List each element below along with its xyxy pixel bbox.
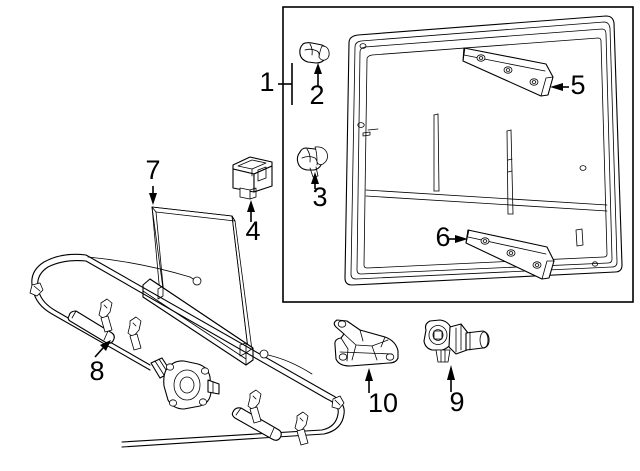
callout-9-leader: [447, 365, 455, 392]
callout-5-label: 5: [570, 70, 585, 100]
cable-guide-clip: [247, 389, 262, 424]
callout-7-label: 7: [145, 155, 160, 185]
part-clip-lower: [296, 146, 328, 178]
cable-guide-clip: [294, 411, 309, 446]
part-rail-upper: [462, 47, 554, 97]
callout-7-leader: [149, 186, 157, 205]
part-switch-module: [232, 156, 273, 200]
callout-6-leader: [449, 235, 468, 243]
callout-3-label: 3: [312, 182, 327, 212]
callout-4-label: 4: [245, 216, 260, 246]
callout-3-leader: [311, 172, 319, 189]
callout-10-leader: [365, 368, 373, 393]
callout-1-leader: [278, 63, 293, 105]
callout-9-label: 9: [449, 387, 464, 417]
part-clip-upper: [299, 42, 330, 64]
cable-guide-clip: [98, 298, 113, 333]
callout-10-label: 10: [368, 388, 398, 418]
callout-1-label: 1: [259, 67, 274, 97]
callout-2-leader: [314, 63, 322, 86]
cable-drive-housing: [150, 357, 220, 410]
cable-guide-clip: [127, 316, 142, 351]
callout-2-label: 2: [309, 80, 324, 110]
part-cable-assembly: [29, 253, 345, 448]
callout-8-leader: [94, 340, 111, 358]
callout-8-label: 8: [89, 356, 104, 386]
part-rail-lower: [465, 229, 555, 280]
part-bracket: [333, 319, 399, 367]
callout-6-label: 6: [435, 222, 450, 252]
callout-4-leader: [247, 200, 255, 222]
part-motor: [423, 319, 490, 363]
callout-5-leader: [550, 83, 569, 91]
rear-window-assembly-panel: [282, 6, 634, 303]
